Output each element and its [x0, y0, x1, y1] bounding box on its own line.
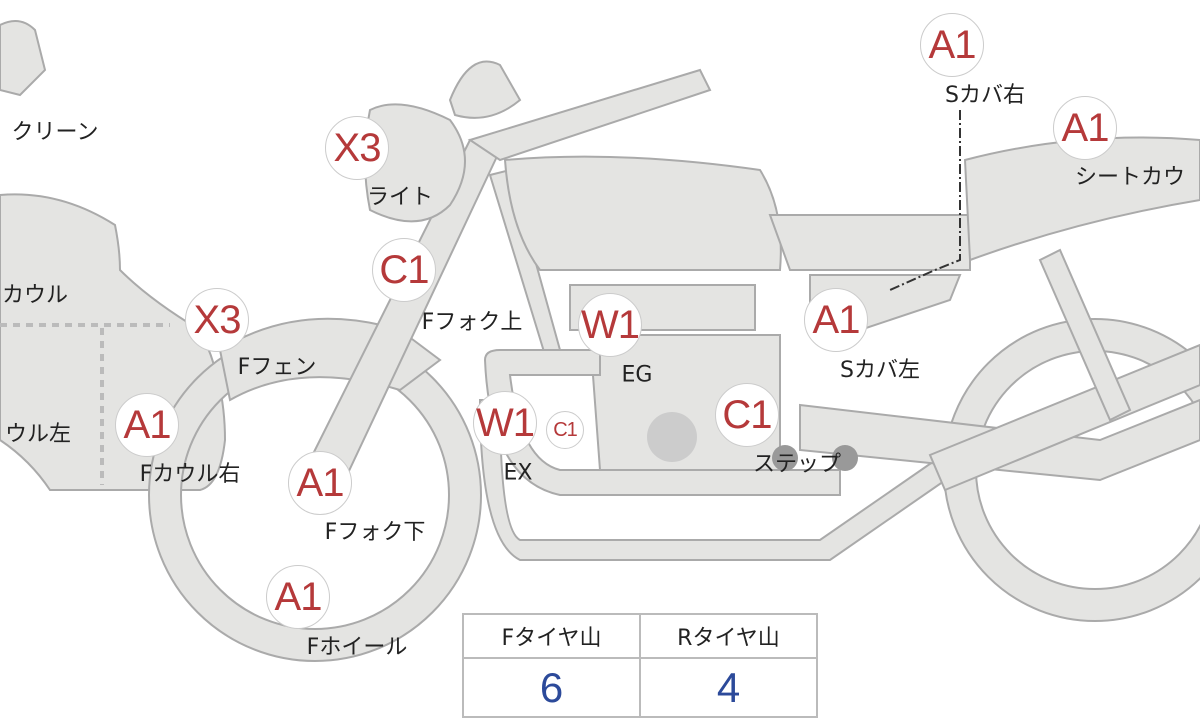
label-exhaust: EX	[503, 460, 533, 486]
cowl-left-label: ウル左	[4, 422, 72, 447]
label-seat-cowl: シートカウ	[1074, 165, 1186, 190]
screen-shape	[0, 20, 47, 97]
badge-light[interactable]: X3	[325, 116, 389, 180]
badge-front-cowl-right[interactable]: A1	[115, 393, 179, 457]
rear-tire-header: Rタイヤ山	[639, 613, 818, 659]
screen-label: クリーン	[11, 120, 99, 145]
badge-front-fender[interactable]: X3	[185, 288, 249, 352]
badge-fork-upper[interactable]: C1	[372, 238, 436, 302]
badge-side-cover-left[interactable]: A1	[804, 288, 868, 352]
leader-line	[889, 110, 961, 291]
badge-engine[interactable]: W1	[578, 293, 642, 357]
label-step: ステップ	[752, 452, 842, 477]
tire-tread-table: Fタイヤ山 Rタイヤ山 6 4	[462, 613, 818, 718]
cowl-divider-dash	[0, 323, 170, 485]
label-front-fender: Fフェン	[237, 355, 317, 380]
front-tire-header: Fタイヤ山	[462, 613, 641, 659]
badge-exhaust-extra[interactable]: C1	[546, 411, 584, 449]
badge-seat-cowl[interactable]: A1	[1053, 96, 1117, 160]
badge-front-wheel[interactable]: A1	[266, 565, 330, 629]
badge-exhaust[interactable]: W1	[473, 391, 537, 455]
label-front-wheel: Fホイール	[306, 635, 408, 660]
label-light: ライト	[366, 185, 434, 210]
label-front-cowl-right: Fカウル右	[139, 462, 241, 487]
badge-step[interactable]: C1	[715, 383, 779, 447]
badge-fork-lower[interactable]: A1	[288, 451, 352, 515]
label-fork-lower: Fフォク下	[324, 520, 426, 545]
front-tire-value: 6	[462, 657, 641, 718]
rear-tire-value: 4	[639, 657, 818, 718]
label-fork-upper: Fフォク上	[421, 310, 523, 335]
label-side-cover-left: Sカバ左	[840, 358, 920, 383]
label-engine: EG	[621, 362, 653, 388]
label-side-cover-right: Sカバ右	[945, 83, 1025, 108]
cowl-label: カウル	[1, 283, 69, 308]
badge-side-cover-right[interactable]: A1	[920, 13, 984, 77]
